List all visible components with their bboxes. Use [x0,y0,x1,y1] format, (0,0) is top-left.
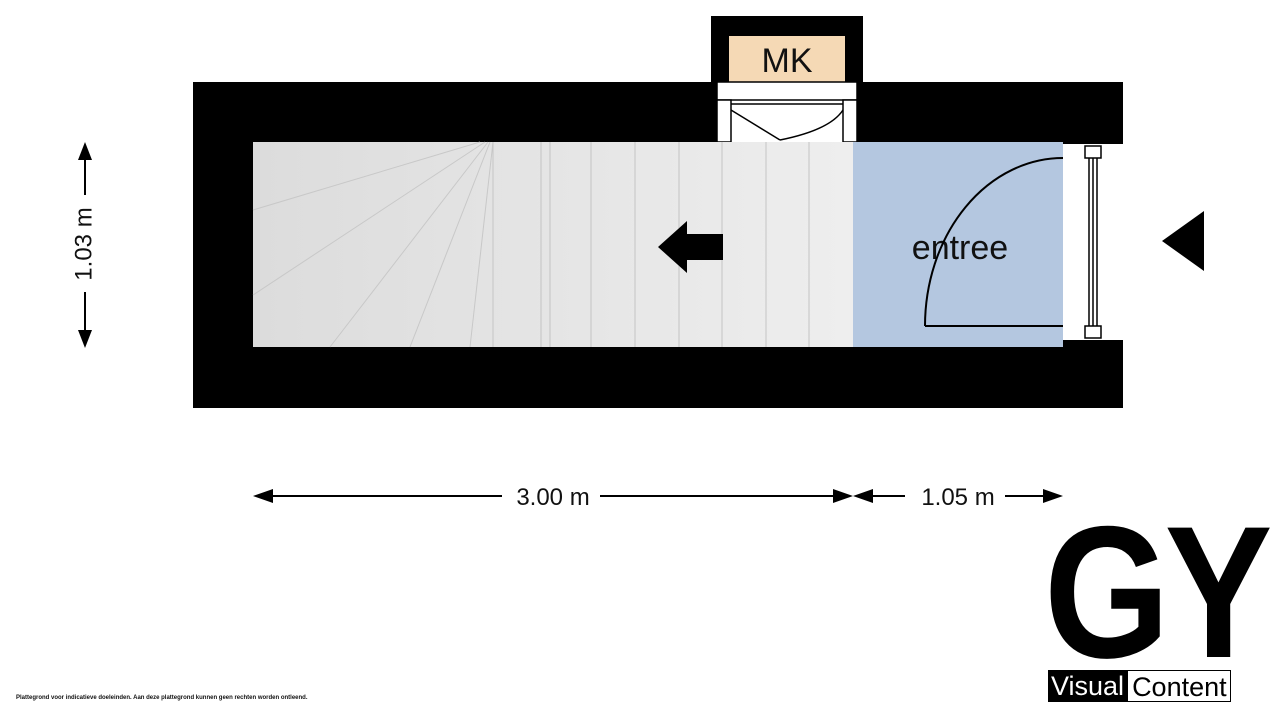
dimension-label-height: 1.03 m [70,207,97,280]
stair-direction-arrow-icon [658,221,723,273]
dimension-entree-length: 1.05 m [853,484,1063,511]
front-door-frame [1063,144,1123,340]
entrance-marker-icon [1162,211,1204,271]
meterkast-door[interactable] [716,81,858,143]
wall-right-lower [1063,340,1123,408]
wall-left [193,82,253,408]
door-swing-icon [924,157,1064,327]
dimension-label-stair: 3.00 m [516,484,589,511]
wall-top [193,82,1123,142]
staircase [252,141,853,348]
dimension-label-entree: 1.05 m [921,484,994,511]
dimension-height: 1.03 m [70,142,97,348]
logo-word-content: Content [1127,670,1231,702]
logo-word-visual: Visual [1048,670,1128,702]
logo-wordmark: Visual Content [1048,670,1231,702]
disclaimer-text: Plattegrond voor indicatieve doeleinden.… [16,695,308,701]
room-meterkast [729,36,845,82]
room-label-entree: entree [912,229,1008,267]
logo-letters: GY [1044,487,1272,697]
wall-right-upper [1063,82,1123,144]
wall-bottom [193,347,1123,408]
room-label-mk: MK [762,42,813,80]
room-entree [853,142,1063,347]
dimension-stair-length: 3.00 m [253,484,853,511]
